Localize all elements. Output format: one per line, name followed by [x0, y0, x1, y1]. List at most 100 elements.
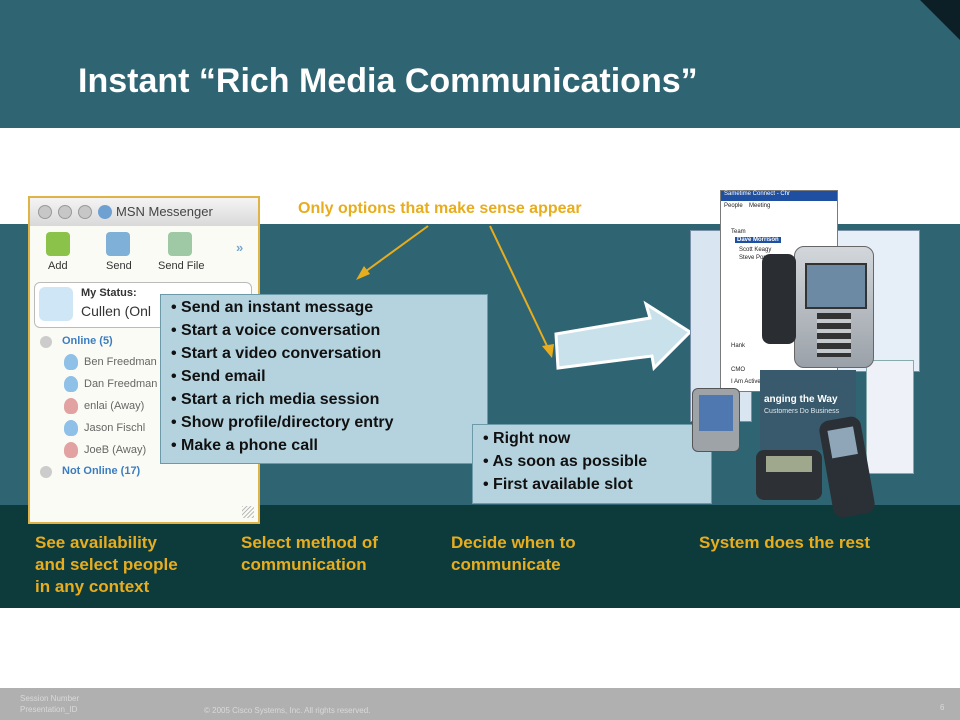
caption-line: in any context	[35, 577, 150, 596]
caption-system: System does the rest	[699, 532, 870, 554]
pointer-arrows	[356, 225, 554, 358]
arrow-head-left	[356, 266, 370, 280]
contact-item: Scott Keagy	[739, 247, 772, 253]
minimize-icon	[58, 205, 72, 219]
status-label: My Status:	[81, 287, 137, 299]
timing-label: As soon as possible	[492, 453, 648, 470]
timing-item: • As soon as possible	[483, 453, 648, 470]
pda-device	[692, 388, 740, 452]
more-chevron-icon: »	[236, 240, 244, 255]
option-label: Make a phone call	[181, 437, 318, 454]
contact-item: JoeB (Away)	[84, 444, 147, 456]
video-phone	[794, 246, 874, 368]
corner-decoration	[920, 0, 960, 40]
away-contact-icon	[64, 442, 78, 458]
option-label: Show profile/directory entry	[181, 414, 394, 431]
option-label: Send email	[181, 368, 266, 385]
expand-offline-icon	[40, 466, 52, 478]
send-label: Send	[106, 260, 132, 272]
footer-copyright: © 2005 Cisco Systems, Inc. All rights re…	[204, 706, 371, 715]
msn-logo-icon	[98, 205, 112, 219]
options-note: Only options that make sense appear	[298, 200, 582, 217]
meeting-menu: Meeting	[749, 203, 771, 209]
phone-handset-icon	[762, 254, 796, 344]
people-menu: People	[724, 203, 743, 209]
keypad-icon	[817, 313, 851, 357]
away-contact-icon	[64, 398, 78, 414]
add-label: Add	[48, 260, 68, 272]
pager-device	[756, 450, 822, 500]
add-contact-icon	[46, 232, 70, 256]
option-item: • Show profile/directory entry	[171, 414, 394, 431]
cell-screen	[827, 426, 858, 459]
timing-label: First available slot	[493, 476, 633, 493]
msn-window-title: MSN Messenger	[116, 204, 213, 219]
contact-item: Steve Porvery	[739, 255, 777, 261]
option-label: Start a voice conversation	[181, 322, 381, 339]
group-item: Hank	[731, 343, 746, 349]
option-item: • Send an instant message	[171, 299, 374, 316]
communication-options-panel: • Send an instant message • Start a voic…	[160, 294, 488, 464]
caption-line: Decide when to	[451, 533, 576, 552]
caption-line: System does the rest	[699, 533, 871, 552]
devices-collage: Sametime Connect - Chr People Meeting Te…	[690, 190, 920, 520]
contact-item: Jason Fischl	[84, 422, 146, 434]
option-label: Start a video conversation	[181, 345, 382, 362]
contact-item: Ben Freedman	[84, 356, 157, 368]
close-icon	[38, 205, 52, 219]
footer-session: Session Number	[20, 694, 80, 703]
offline-group-label: Not Online (17)	[62, 465, 141, 477]
sametime-title: Sametime Connect - Chr	[724, 191, 791, 197]
timing-label: Right now	[493, 430, 571, 447]
caption-availability: See availability and select people in an…	[35, 532, 178, 598]
contact-item: Dan Freedman	[84, 378, 158, 390]
caption-line: communication	[241, 555, 367, 574]
status-panel: My Status: Cullen (Onl	[34, 282, 252, 328]
caption-timing: Decide when to communicate	[451, 532, 576, 576]
banner-headline: anging the Way	[764, 394, 838, 405]
option-label: Start a rich media session	[181, 391, 380, 408]
contact-icon	[64, 376, 78, 392]
send-file-label: Send File	[158, 260, 205, 272]
arrow-to-timing	[489, 225, 549, 349]
expand-online-icon	[40, 336, 52, 348]
video-screen	[805, 263, 867, 309]
footer-bar	[0, 688, 960, 720]
status-label: I Am Active	[731, 379, 761, 385]
caption-line: communicate	[451, 555, 561, 574]
pager-screen	[766, 456, 812, 472]
arrow-head-right	[542, 344, 554, 358]
resize-grip-icon	[242, 506, 254, 518]
status-value: Cullen (Onl	[81, 303, 152, 319]
contact-icon	[64, 420, 78, 436]
option-item: • Make a phone call	[171, 437, 318, 454]
team-label: Team	[731, 229, 746, 235]
send-message-icon	[106, 232, 130, 256]
option-item: • Send email	[171, 368, 266, 385]
avatar	[39, 287, 73, 321]
timing-item: • Right now	[483, 430, 571, 447]
title-bar	[0, 0, 960, 128]
timing-item: • First available slot	[483, 476, 633, 493]
pda-screen	[699, 395, 733, 431]
contact-item: enlai (Away)	[84, 400, 145, 412]
online-group-label: Online (5)	[62, 335, 113, 347]
option-label: Send an instant message	[181, 299, 374, 316]
option-item: • Start a rich media session	[171, 391, 380, 408]
caption-method: Select method of communication	[241, 532, 378, 576]
banner-subline: Customers Do Business	[764, 408, 840, 415]
group-item: CMO	[731, 367, 745, 373]
send-file-icon	[168, 232, 192, 256]
caption-line: Select method of	[241, 533, 378, 552]
timing-options-panel: • Right now • As soon as possible • Firs…	[472, 424, 712, 504]
calendar-window	[866, 360, 914, 474]
block-arrow	[554, 300, 693, 372]
footer-presentation: Presentation_ID	[20, 705, 78, 714]
zoom-icon	[78, 205, 92, 219]
option-item: • Start a voice conversation	[171, 322, 381, 339]
contact-icon	[64, 354, 78, 370]
contact-selected: Dave Morrison	[735, 237, 781, 243]
option-item: • Start a video conversation	[171, 345, 382, 362]
caption-line: See availability	[35, 533, 157, 552]
arrow-to-menu	[361, 225, 429, 275]
